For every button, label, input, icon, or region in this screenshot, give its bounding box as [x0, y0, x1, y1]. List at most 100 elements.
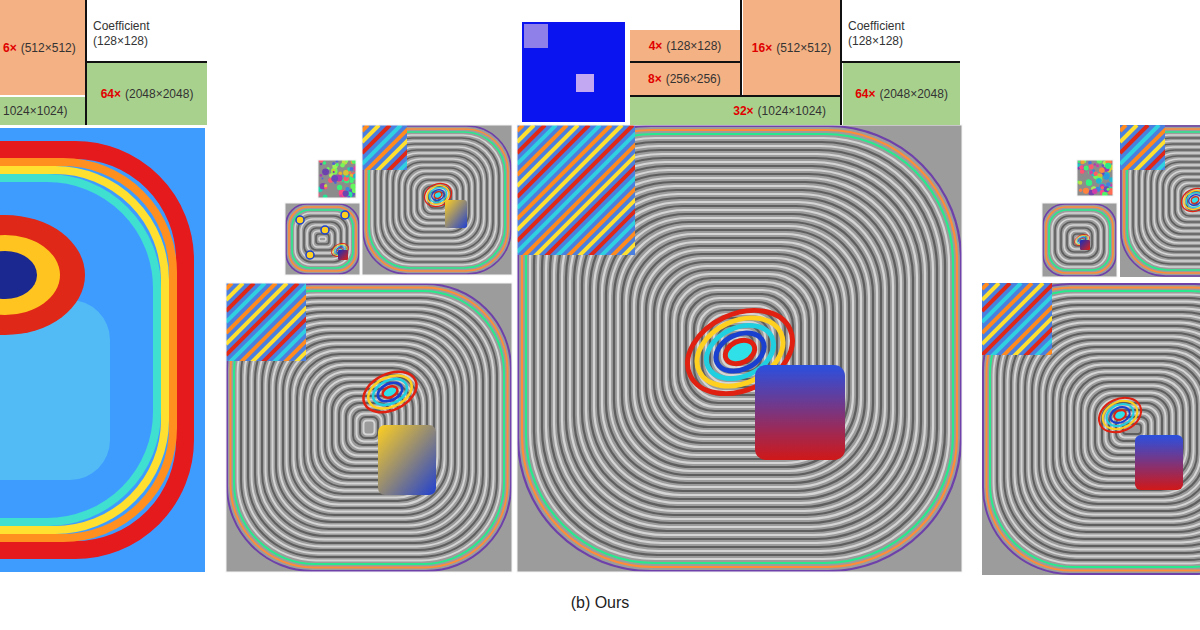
fringe-ring: [295, 213, 350, 265]
noise-dot: [1102, 192, 1108, 196]
fringe-ring: [1050, 351, 1200, 508]
fringe-spot: [296, 216, 304, 224]
fringe-ring: [357, 414, 382, 442]
image-frame: [285, 203, 360, 275]
scale-factor: 4×: [649, 39, 663, 53]
noise-dot: [350, 179, 354, 183]
noise-dot: [323, 194, 328, 198]
noise-dot: [1099, 167, 1105, 173]
fringe-ring: [289, 207, 356, 271]
mask-square: [522, 22, 625, 122]
scale-factor: 64×: [101, 87, 121, 101]
noise-dot: [343, 170, 349, 176]
phase-blob: [329, 241, 350, 259]
thumb-noise: [1077, 160, 1113, 196]
stripe-line: [982, 283, 1052, 355]
noise-dot: [336, 163, 339, 166]
noise-dot: [352, 160, 356, 164]
fringe-ground: [517, 125, 962, 572]
fringe-ring: [614, 222, 865, 475]
stripe-line: [226, 283, 306, 361]
fringe-ring: [319, 237, 326, 241]
phase-blob: [369, 374, 411, 410]
phase-blob: [433, 191, 443, 200]
image-frame: [1042, 203, 1117, 277]
phase-blob: [722, 336, 759, 368]
fringe-ring: [405, 168, 469, 232]
noise-dot: [1078, 160, 1080, 162]
fringe-ring: [364, 421, 375, 435]
fringe-ring: [283, 340, 455, 515]
fringe-image: [517, 125, 962, 572]
fringe-spot: [321, 226, 329, 234]
noise-dot: [348, 171, 351, 174]
stripe-line: [517, 125, 589, 197]
noise-dot: [350, 174, 353, 177]
noise-dot: [1083, 165, 1088, 170]
fringe-ground: [1042, 203, 1117, 277]
fringe-ring: [594, 202, 885, 495]
resolution-text: (512×512): [776, 41, 831, 55]
noise-dot: [340, 194, 343, 197]
phase-blob: [1103, 400, 1137, 430]
stripe-line: [226, 283, 306, 361]
stripe-line: [1120, 125, 1126, 131]
noise-dot: [340, 163, 344, 167]
jet-map: [0, 128, 205, 572]
noise-dot: [345, 187, 349, 191]
stripe-line: [517, 125, 622, 230]
scale-factor: 64×: [855, 87, 875, 101]
stripe-line: [362, 125, 368, 131]
fringe-ring: [1025, 326, 1200, 532]
fringe-ring: [408, 171, 466, 229]
noise-dot: [1102, 164, 1105, 167]
fringe-ring: [602, 210, 877, 487]
noise-dot: [1092, 188, 1097, 193]
noise-dot: [332, 162, 335, 165]
noise-dot: [1105, 163, 1111, 169]
fringe-ring: [1049, 210, 1110, 270]
fringe-ring: [297, 354, 441, 501]
fringe-ground: [982, 283, 1200, 575]
fringe-ground: [285, 203, 360, 275]
thumb-fringe: [362, 125, 512, 275]
image-frame: [318, 160, 356, 198]
fringe-ring: [1055, 216, 1104, 264]
fringe-ring: [1166, 171, 1200, 231]
fringe-ring: [983, 284, 1200, 574]
noise-dot: [1083, 188, 1089, 194]
stripe-line: [517, 125, 600, 208]
fringe-ring: [622, 230, 857, 467]
noise-dot: [1079, 165, 1083, 169]
resolution-text: (2048×2048): [879, 87, 947, 101]
fringe-ring: [286, 204, 359, 274]
noise-dot: [1101, 186, 1104, 189]
noise-ground: [318, 160, 356, 198]
jet-band: [0, 162, 173, 538]
coefficient-label: Coefficient (128×128): [848, 19, 928, 49]
fringe-ring: [396, 159, 478, 241]
fringe-ring: [298, 216, 347, 262]
stripe-line: [362, 125, 407, 170]
coefficient-label: Coefficient (128×128): [93, 19, 173, 49]
phase-blob: [381, 384, 399, 400]
resolution-box: 16×(512×512): [743, 0, 840, 95]
fringe-image: [226, 283, 512, 572]
noise-dot: [322, 168, 329, 175]
stripe-line: [226, 283, 306, 361]
fringe-ring: [1057, 358, 1200, 501]
fringe-ground: [1120, 125, 1200, 277]
jet-band: [0, 170, 165, 530]
noise-dot: [1103, 174, 1109, 180]
resolution-text: (2048×2048): [125, 87, 193, 101]
fringe-spot: [341, 211, 349, 219]
fringe-ring: [610, 218, 869, 479]
phase-blob: [357, 364, 423, 420]
fringe-ring: [1067, 228, 1092, 252]
fringe-image: [982, 283, 1200, 575]
stripe-line: [982, 283, 1052, 355]
stripe-line: [982, 283, 1052, 355]
resolution-box: 1024×1024): [0, 97, 85, 125]
image-frame: [1077, 160, 1113, 196]
